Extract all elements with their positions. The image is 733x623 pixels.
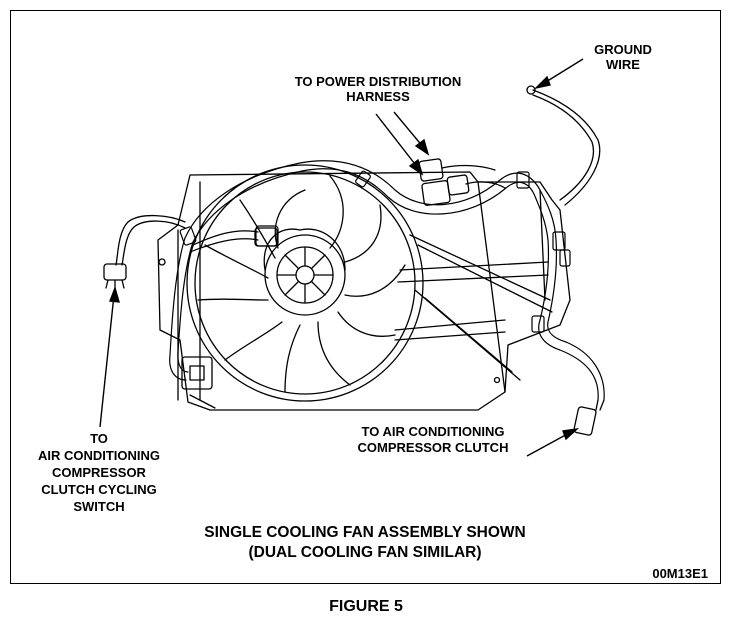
fan-shroud	[157, 171, 571, 411]
ac-switch-label: TO AIR CONDITIONING COMPRESSOR CLUTCH CY…	[28, 430, 170, 515]
ac-clutch-label: TO AIR CONDITIONING COMPRESSOR CLUTCH	[343, 424, 523, 456]
leader-arrows	[99, 58, 584, 457]
ac-clutch-label-line2: COMPRESSOR CLUTCH	[357, 440, 509, 455]
figure-code: 00M13E1	[652, 566, 708, 581]
caption: SINGLE COOLING FAN ASSEMBLY SHOWN (DUAL …	[150, 523, 580, 563]
ground-wire	[526, 85, 601, 206]
ac-clutch-connector	[573, 399, 605, 436]
cooling-fan	[186, 164, 424, 402]
power-harness-label: TO POWER DISTRIBUTION HARNESS	[278, 74, 478, 104]
power-harness-label-line1: TO POWER DISTRIBUTION	[294, 74, 462, 89]
ground-wire-label-line2: WIRE	[606, 57, 640, 72]
ground-wire-label: GROUND WIRE	[583, 42, 663, 72]
ac-switch-label-line5: SWITCH	[73, 499, 125, 514]
ac-switch-label-line2: AIR CONDITIONING	[37, 448, 161, 463]
ac-switch-lead	[103, 214, 186, 290]
caption-line1: SINGLE COOLING FAN ASSEMBLY SHOWN	[204, 524, 526, 541]
power-harness-label-line2: HARNESS	[346, 89, 410, 104]
ac-clutch-label-line1: TO AIR CONDITIONING	[361, 424, 505, 439]
ac-switch-label-line3: COMPRESSOR	[52, 465, 146, 480]
ground-wire-label-line1: GROUND	[594, 42, 652, 57]
power-connectors	[418, 158, 506, 206]
figure-frame	[10, 10, 721, 584]
wiring-harness	[169, 160, 605, 401]
ac-switch-label-line4: CLUTCH CYCLING	[41, 482, 157, 497]
caption-line2: (DUAL COOLING FAN SIMILAR)	[248, 544, 482, 561]
ac-switch-label-line1: TO	[90, 431, 108, 446]
figure-title: FIGURE 5	[329, 598, 403, 615]
